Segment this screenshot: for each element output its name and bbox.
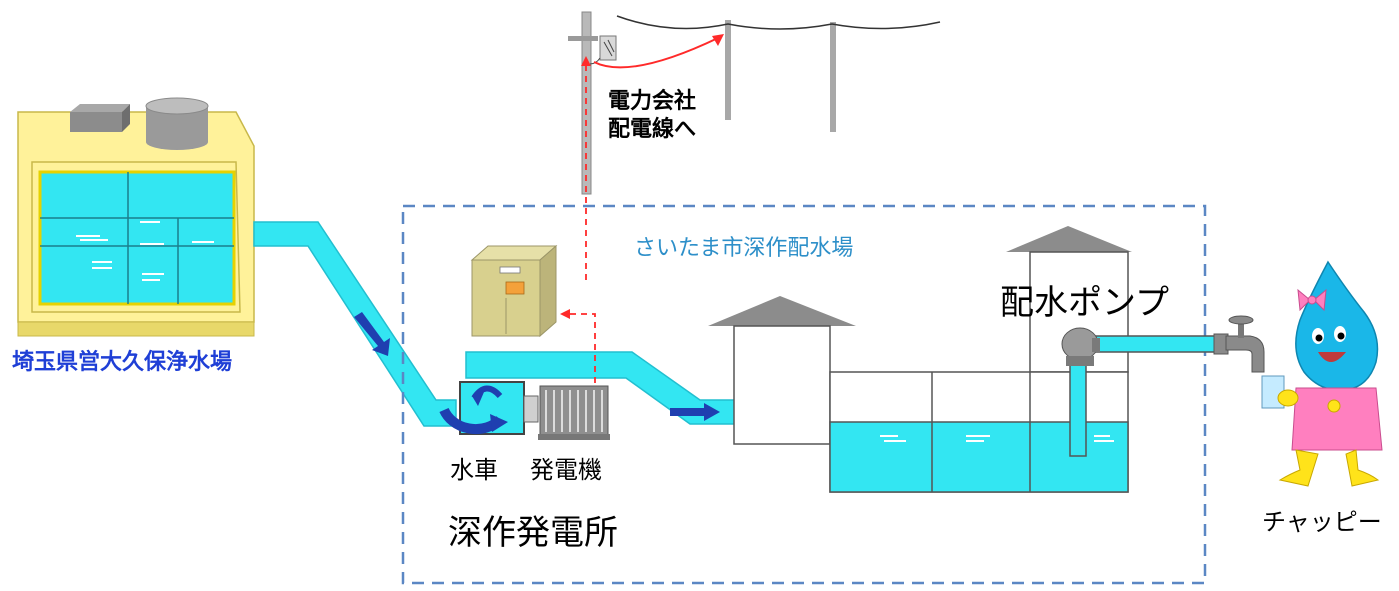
generator-icon	[538, 385, 610, 440]
distribution-station-boundary	[401, 204, 1207, 585]
faucet-icon	[1213, 315, 1265, 373]
label-power-company-line2: 配電線へ	[608, 117, 697, 142]
label-power-company-line1: 電力会社	[608, 89, 697, 114]
power-wire	[616, 15, 941, 30]
label-character: チャッピー	[1262, 508, 1382, 536]
label-power-company: 電力会社 配電線へ	[608, 88, 696, 144]
purification-plant	[17, 97, 255, 337]
electric-line	[593, 37, 719, 69]
reservoir-building-left	[708, 296, 856, 445]
electric-arrow	[712, 34, 724, 46]
arrow-flow-icon	[670, 403, 720, 421]
electric-line	[568, 62, 596, 394]
pump-icon	[1061, 327, 1100, 366]
label-pump: 配水ポンプ	[1000, 283, 1169, 323]
electric-arrow	[581, 56, 591, 66]
mascot-icon	[1261, 260, 1383, 487]
label-distribution-station: さいたま市深作配水場	[634, 236, 854, 261]
water-wheel-icon	[439, 381, 539, 435]
water-tanks	[829, 359, 1129, 493]
label-generator: 発電機	[530, 456, 602, 484]
outlet-pipe	[1095, 335, 1217, 353]
utility-pole-icon	[725, 20, 836, 132]
label-power-plant: 深作発電所	[448, 513, 618, 553]
label-purification-plant: 埼玉県営大久保浄水場	[12, 350, 233, 375]
electric-arrow	[560, 309, 570, 319]
control-panel-icon	[470, 244, 558, 338]
arrow-flow-icon	[354, 312, 390, 356]
label-water-wheel: 水車	[450, 456, 498, 484]
